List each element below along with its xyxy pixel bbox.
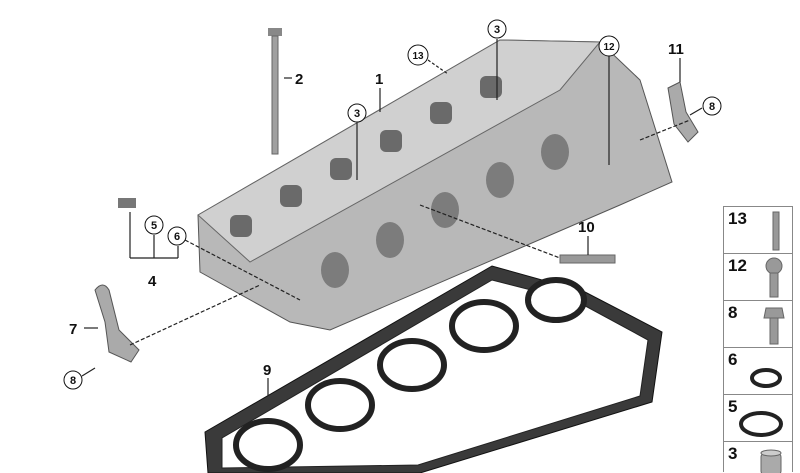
callout-8-right: 8 (709, 101, 715, 113)
callout-13: 13 (412, 51, 424, 62)
bracket-7 (94, 284, 140, 363)
legend-item-6[interactable]: 6 (723, 347, 793, 394)
legend-number: 3 (728, 444, 738, 463)
legend-item-12[interactable]: 12 (723, 253, 793, 300)
callout-3-top: 3 (494, 24, 500, 36)
hex-bolt-icon (763, 307, 785, 345)
large-o-ring-icon (739, 411, 783, 437)
legend-item-13[interactable]: 13 (723, 206, 793, 253)
callout-4: 4 (148, 273, 157, 290)
torx-bolt-icon (765, 257, 783, 298)
stud-icon (772, 211, 780, 251)
sleeve-part (559, 254, 616, 264)
plug-part (118, 198, 136, 208)
callout-9: 9 (263, 362, 271, 379)
callout-5: 5 (151, 220, 157, 232)
parts-legend: 13 12 8 6 5 3 (723, 206, 793, 473)
cylinder-head (197, 39, 673, 331)
callout-10: 10 (578, 219, 595, 236)
legend-number: 8 (728, 303, 738, 322)
legend-number: 6 (728, 350, 738, 369)
callout-6: 6 (174, 231, 180, 243)
callout-1: 1 (375, 71, 383, 88)
callout-3: 3 (354, 108, 360, 120)
callout-2: 2 (295, 71, 303, 88)
sleeve-icon (760, 449, 782, 473)
legend-item-5[interactable]: 5 (723, 394, 793, 441)
callout-11: 11 (668, 41, 684, 58)
head-bolt (268, 28, 282, 155)
legend-item-3[interactable]: 3 (723, 441, 793, 473)
legend-number: 13 (728, 209, 747, 228)
bracket-11 (667, 81, 699, 143)
callout-12: 12 (603, 42, 615, 53)
leader-lines (81, 39, 703, 396)
small-o-ring-icon (750, 368, 782, 388)
callout-7: 7 (69, 321, 77, 338)
legend-number: 5 (728, 397, 738, 416)
legend-item-8[interactable]: 8 (723, 300, 793, 347)
head-gasket (204, 265, 663, 473)
legend-number: 12 (728, 256, 747, 275)
callout-8-left: 8 (70, 375, 76, 387)
